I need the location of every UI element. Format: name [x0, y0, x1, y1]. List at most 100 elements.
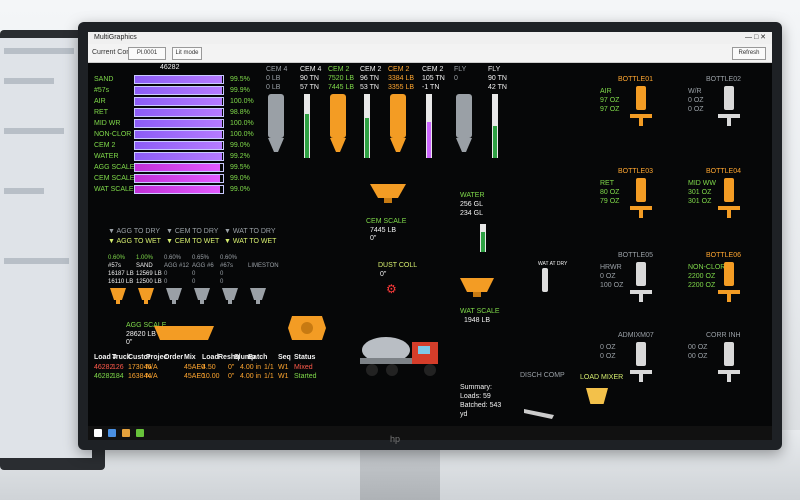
central-mixer-icon [288, 314, 326, 340]
to-dry-toggle[interactable]: ▼ CEM TO DRY [166, 228, 219, 235]
silo-value-2: 7445 LB [328, 84, 355, 91]
to-wet-toggle[interactable]: ▼ WAT TO WET [224, 238, 277, 245]
window-bar [4, 128, 64, 134]
table-cell[interactable]: W1 [278, 364, 289, 371]
bottle-dispenser-icon [630, 86, 652, 135]
water-level-fill [481, 232, 485, 252]
agg-bin-icon [138, 288, 154, 311]
summary-loads: Loads: 59 [460, 393, 491, 400]
table-header: Slump [234, 354, 256, 361]
taskbar-app-icon[interactable] [108, 429, 116, 437]
agg-value-1: 16187 LB [108, 271, 134, 277]
mixer-truck-icon [352, 328, 452, 380]
table-cell[interactable]: 46282 [94, 364, 114, 371]
material-bar-frame [134, 97, 224, 106]
table-cell[interactable]: 46282 [94, 373, 114, 380]
agg-moisture: 0.65% [192, 255, 210, 261]
bottle-id: CORR INH [706, 332, 741, 339]
table-cell[interactable]: 1/1 [264, 364, 274, 371]
material-name: AIR [94, 98, 106, 105]
table-cell[interactable]: Started [294, 373, 317, 380]
material-percent: 100.0% [230, 131, 254, 138]
table-cell[interactable]: 0" [228, 373, 235, 380]
agg-name: SAND [136, 263, 153, 269]
table-cell[interactable]: 173046 [128, 364, 152, 371]
refresh-button[interactable]: Refresh [732, 47, 766, 60]
summary-batched: Batched: 543 [460, 402, 502, 409]
table-header: Load [202, 354, 219, 361]
bottle-value-2: 0 OZ [688, 106, 704, 113]
window-controls-icon[interactable]: — □ ✕ [745, 34, 766, 41]
monitor-stand [360, 450, 440, 500]
bottle-value-2: 0 OZ [600, 353, 616, 360]
bottle-value-1: 0 OZ [688, 97, 704, 104]
silo-name: CEM 4 [266, 66, 288, 73]
to-wet-toggle[interactable]: ▼ AGG TO WET [108, 238, 161, 245]
material-name: WAT SCALE [94, 186, 134, 193]
agg-moisture: 0.60% [220, 255, 238, 261]
table-cell[interactable]: 184 [112, 373, 124, 380]
to-dry-toggle[interactable]: ▼ WAT TO DRY [224, 228, 276, 235]
bottle-dispenser-icon [630, 262, 652, 311]
agg-name: AGG #12 [164, 263, 190, 269]
material-bar-frame [134, 119, 224, 128]
bottle-value-1: 0 OZ [600, 344, 616, 351]
material-bar-fill [134, 119, 222, 128]
table-cell[interactable]: 163844 [128, 373, 152, 380]
dust-coll-label: DUST COLL [378, 262, 418, 269]
water-label: WATER [460, 192, 485, 199]
agg-scale-moisture: 0" [126, 339, 133, 346]
table-header: Projec [146, 354, 168, 361]
material-bar-fill [134, 163, 220, 172]
silo-name: CEM 4 [300, 66, 322, 73]
agg-scale-conveyor [154, 326, 214, 340]
hp-logo: hp [390, 434, 401, 444]
table-cell[interactable]: 45AE0 [184, 373, 206, 380]
table-cell[interactable]: 45AE0 [184, 364, 206, 371]
material-bar-frame [134, 130, 224, 139]
table-cell[interactable]: Mixed [294, 364, 313, 371]
material-name: WATER [94, 153, 119, 160]
bottle-dispenser-icon [718, 342, 740, 391]
taskbar-app-icon[interactable] [122, 429, 130, 437]
silo-tank-icon [390, 94, 406, 161]
silo-value-1: 90 TN [300, 75, 319, 82]
table-cell[interactable]: 10.00 [202, 373, 220, 380]
start-icon[interactable] [94, 429, 102, 437]
material-percent: 100.0% [230, 120, 254, 127]
silo-tank-icon [330, 94, 346, 161]
material-percent: 99.0% [230, 186, 250, 193]
window-title: MultiGraphics [94, 34, 137, 41]
table-cell[interactable]: 4.00 in [240, 364, 262, 371]
agg-name: #57s [108, 263, 122, 269]
table-cell[interactable]: 4.00 in [240, 373, 262, 380]
table-cell[interactable]: 4.50 [202, 364, 216, 371]
bottle-dispenser-icon [718, 178, 740, 227]
plant-select[interactable]: Pl.0001 [128, 47, 166, 60]
lit-mode-button[interactable]: Lit mode [172, 47, 202, 60]
table-cell[interactable]: N/A [146, 373, 158, 380]
bottle-value-2: 2200 OZ [688, 282, 716, 289]
silo-value-2: 42 TN [488, 84, 507, 91]
material-name: MID WR [94, 120, 121, 127]
table-cell[interactable]: W1 [278, 373, 289, 380]
table-cell[interactable]: 1/1 [264, 373, 274, 380]
cem-scale-hopper [370, 184, 406, 203]
material-name: #57s [94, 87, 110, 94]
silo-value-2: 3355 LB [388, 84, 415, 91]
to-dry-toggle[interactable]: ▼ AGG TO DRY [108, 228, 161, 235]
material-percent: 99.2% [230, 153, 250, 160]
material-name: RET [94, 109, 108, 116]
dust-collector-icon: ⚙ [386, 282, 397, 296]
table-cell[interactable]: 0" [228, 364, 235, 371]
material-bar-frame [134, 108, 224, 117]
to-wet-toggle[interactable]: ▼ CEM TO WET [166, 238, 220, 245]
toolbar: Current Controls Pl.0001 Lit mode Refres… [88, 44, 772, 63]
table-cell[interactable]: 126 [112, 364, 124, 371]
taskbar-app-icon[interactable] [136, 429, 144, 437]
agg-value-2: 0 [220, 279, 224, 285]
table-cell[interactable]: N/A [146, 364, 158, 371]
wat-at-dry-valve-icon [542, 268, 548, 292]
material-bar-frame [134, 75, 224, 84]
material-bar-fill [134, 185, 220, 194]
